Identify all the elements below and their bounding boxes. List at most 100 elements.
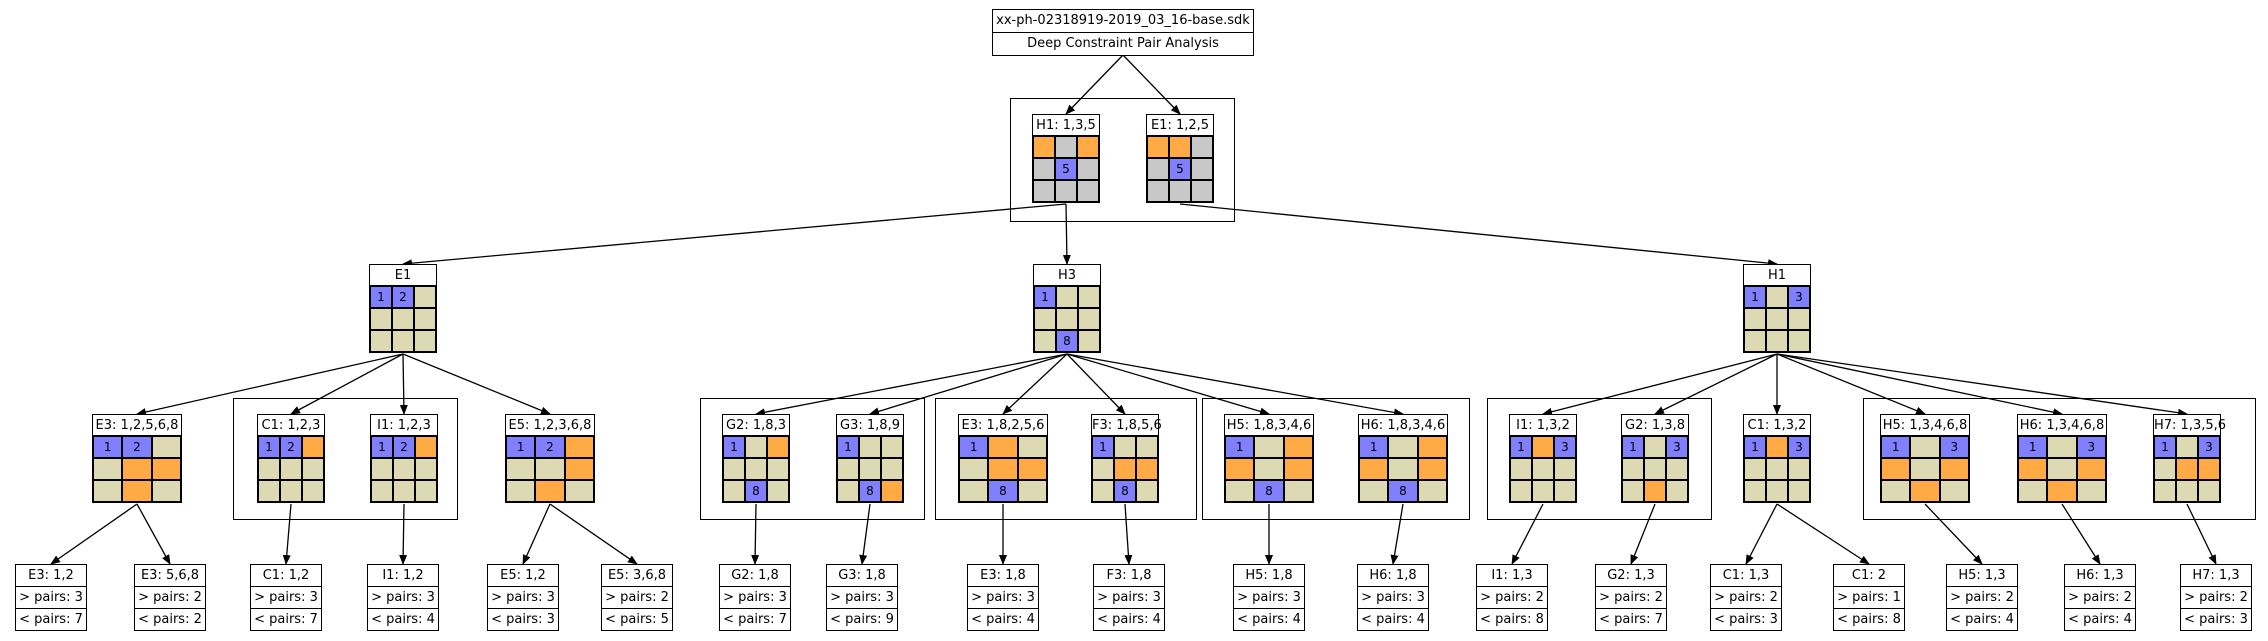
grid-cell bbox=[1532, 480, 1554, 502]
grid-cell bbox=[1939, 458, 1969, 480]
leaf-line: > pairs: 2 bbox=[602, 587, 672, 609]
cluster-box bbox=[1487, 398, 1712, 520]
grid-cell bbox=[1034, 308, 1056, 330]
grid-cell bbox=[370, 330, 392, 352]
grid-cell bbox=[1939, 480, 1969, 502]
grid-cell bbox=[1788, 330, 1810, 352]
grid-cell: 2 bbox=[122, 436, 152, 458]
pair-leaf: G2: 1,8> pairs: 3< pairs: 7 bbox=[719, 564, 791, 631]
tree-edge bbox=[1066, 353, 1270, 416]
leaf-line: < pairs: 4 bbox=[1361, 612, 1425, 627]
leaf-line: < pairs: 5 bbox=[605, 612, 669, 627]
grid-cell bbox=[1077, 180, 1099, 202]
grid-cell: 1 bbox=[723, 436, 745, 458]
tree-edge bbox=[136, 503, 171, 565]
grid-cell bbox=[1766, 308, 1788, 330]
tree-edge bbox=[549, 503, 638, 565]
grid-cell bbox=[2047, 436, 2077, 458]
grid-cell bbox=[1666, 458, 1688, 480]
grid-cell bbox=[2176, 480, 2198, 502]
pair-leaf: H6: 1,3> pairs: 2< pairs: 4 bbox=[2064, 564, 2136, 631]
pair-leaf: E3: 1,2> pairs: 3< pairs: 7 bbox=[15, 564, 87, 631]
grid-cell: 1 bbox=[837, 436, 859, 458]
grid-cell bbox=[1017, 436, 1047, 458]
leaf-line: < pairs: 7 bbox=[254, 612, 318, 627]
grid-cell bbox=[2176, 458, 2198, 480]
tree-edge bbox=[2186, 503, 2217, 565]
grid-cell bbox=[1881, 458, 1911, 480]
grid-cell bbox=[2018, 458, 2048, 480]
grid-cell bbox=[1077, 136, 1099, 158]
leaf-line: < pairs: 7 bbox=[723, 612, 787, 627]
grid-cell bbox=[1644, 436, 1666, 458]
grid-cell bbox=[1744, 308, 1766, 330]
grid-cell: 5 bbox=[1055, 158, 1077, 180]
grid-cell bbox=[2018, 480, 2048, 502]
leaf-line: H7: 1,3 bbox=[2181, 565, 2251, 587]
leaf-line: < pairs: 2 bbox=[138, 612, 202, 627]
grid-cell bbox=[1078, 330, 1100, 352]
grid-cell: 2 bbox=[393, 436, 415, 458]
grid-cell bbox=[535, 480, 565, 502]
leaf-line: F3: 1,8 bbox=[1094, 565, 1164, 587]
grid-cell bbox=[1191, 158, 1213, 180]
grid-cell bbox=[1622, 480, 1644, 502]
pair-leaf: I1: 1,2> pairs: 3< pairs: 4 bbox=[367, 564, 439, 631]
tree-edge bbox=[402, 203, 1067, 268]
leaf-line: < pairs: 8 bbox=[1837, 612, 1901, 627]
node-title: G3: 1,8,9 bbox=[836, 414, 904, 436]
grid-cell bbox=[392, 308, 414, 330]
tree-edge bbox=[522, 503, 551, 565]
pair-leaf: E3: 1,8> pairs: 3< pairs: 4 bbox=[967, 564, 1039, 631]
grid-cell bbox=[837, 458, 859, 480]
node-title: I1: 1,3,2 bbox=[1509, 414, 1577, 436]
pair-leaf: E5: 3,6,8> pairs: 2< pairs: 5 bbox=[601, 564, 673, 631]
grid-cell: 1 bbox=[1510, 436, 1532, 458]
tree-edge bbox=[2061, 503, 2101, 565]
leaf-line: > pairs: 2 bbox=[1947, 587, 2017, 609]
grid-cell: 1 bbox=[2154, 436, 2176, 458]
pair-leaf: E5: 1,2> pairs: 3< pairs: 3 bbox=[487, 564, 559, 631]
pair-leaf: I1: 1,3> pairs: 2< pairs: 8 bbox=[1476, 564, 1548, 631]
tree-edge bbox=[1776, 353, 2063, 417]
pair-leaf: C1: 2> pairs: 1< pairs: 8 bbox=[1833, 564, 1905, 631]
grid-cell bbox=[122, 458, 152, 480]
tree-edge bbox=[282, 503, 292, 565]
grid-cell bbox=[767, 436, 789, 458]
grid-cell: 1 bbox=[506, 436, 536, 458]
grid-cell bbox=[1033, 180, 1055, 202]
grid-cell: 8 bbox=[745, 480, 767, 502]
leaf-line: C1: 1,2 bbox=[251, 565, 321, 587]
grid-cell: 3 bbox=[1554, 436, 1576, 458]
grid-cell bbox=[2076, 458, 2106, 480]
grid-cell bbox=[370, 308, 392, 330]
grid-cell bbox=[393, 480, 415, 502]
tree-edge bbox=[402, 353, 551, 415]
grid-cell bbox=[745, 458, 767, 480]
tree-edge bbox=[1630, 503, 1656, 565]
grid-cell bbox=[1666, 480, 1688, 502]
leaf-line: < pairs: 7 bbox=[19, 612, 83, 627]
leaf-line: < pairs: 3 bbox=[2184, 612, 2248, 627]
node-title: H7: 1,3,5,6 bbox=[2153, 414, 2226, 436]
pair-leaf: H6: 1,8> pairs: 3< pairs: 4 bbox=[1357, 564, 1429, 631]
tree-edge bbox=[1179, 203, 1778, 268]
grid-cell bbox=[564, 480, 594, 502]
leaf-line: > pairs: 2 bbox=[2065, 587, 2135, 609]
diagram-header: xx-ph-02318919-2019_03_16-base.sdk Deep … bbox=[992, 9, 1254, 56]
candidate-grid: 5 bbox=[1032, 136, 1100, 203]
grid-cell bbox=[988, 436, 1018, 458]
